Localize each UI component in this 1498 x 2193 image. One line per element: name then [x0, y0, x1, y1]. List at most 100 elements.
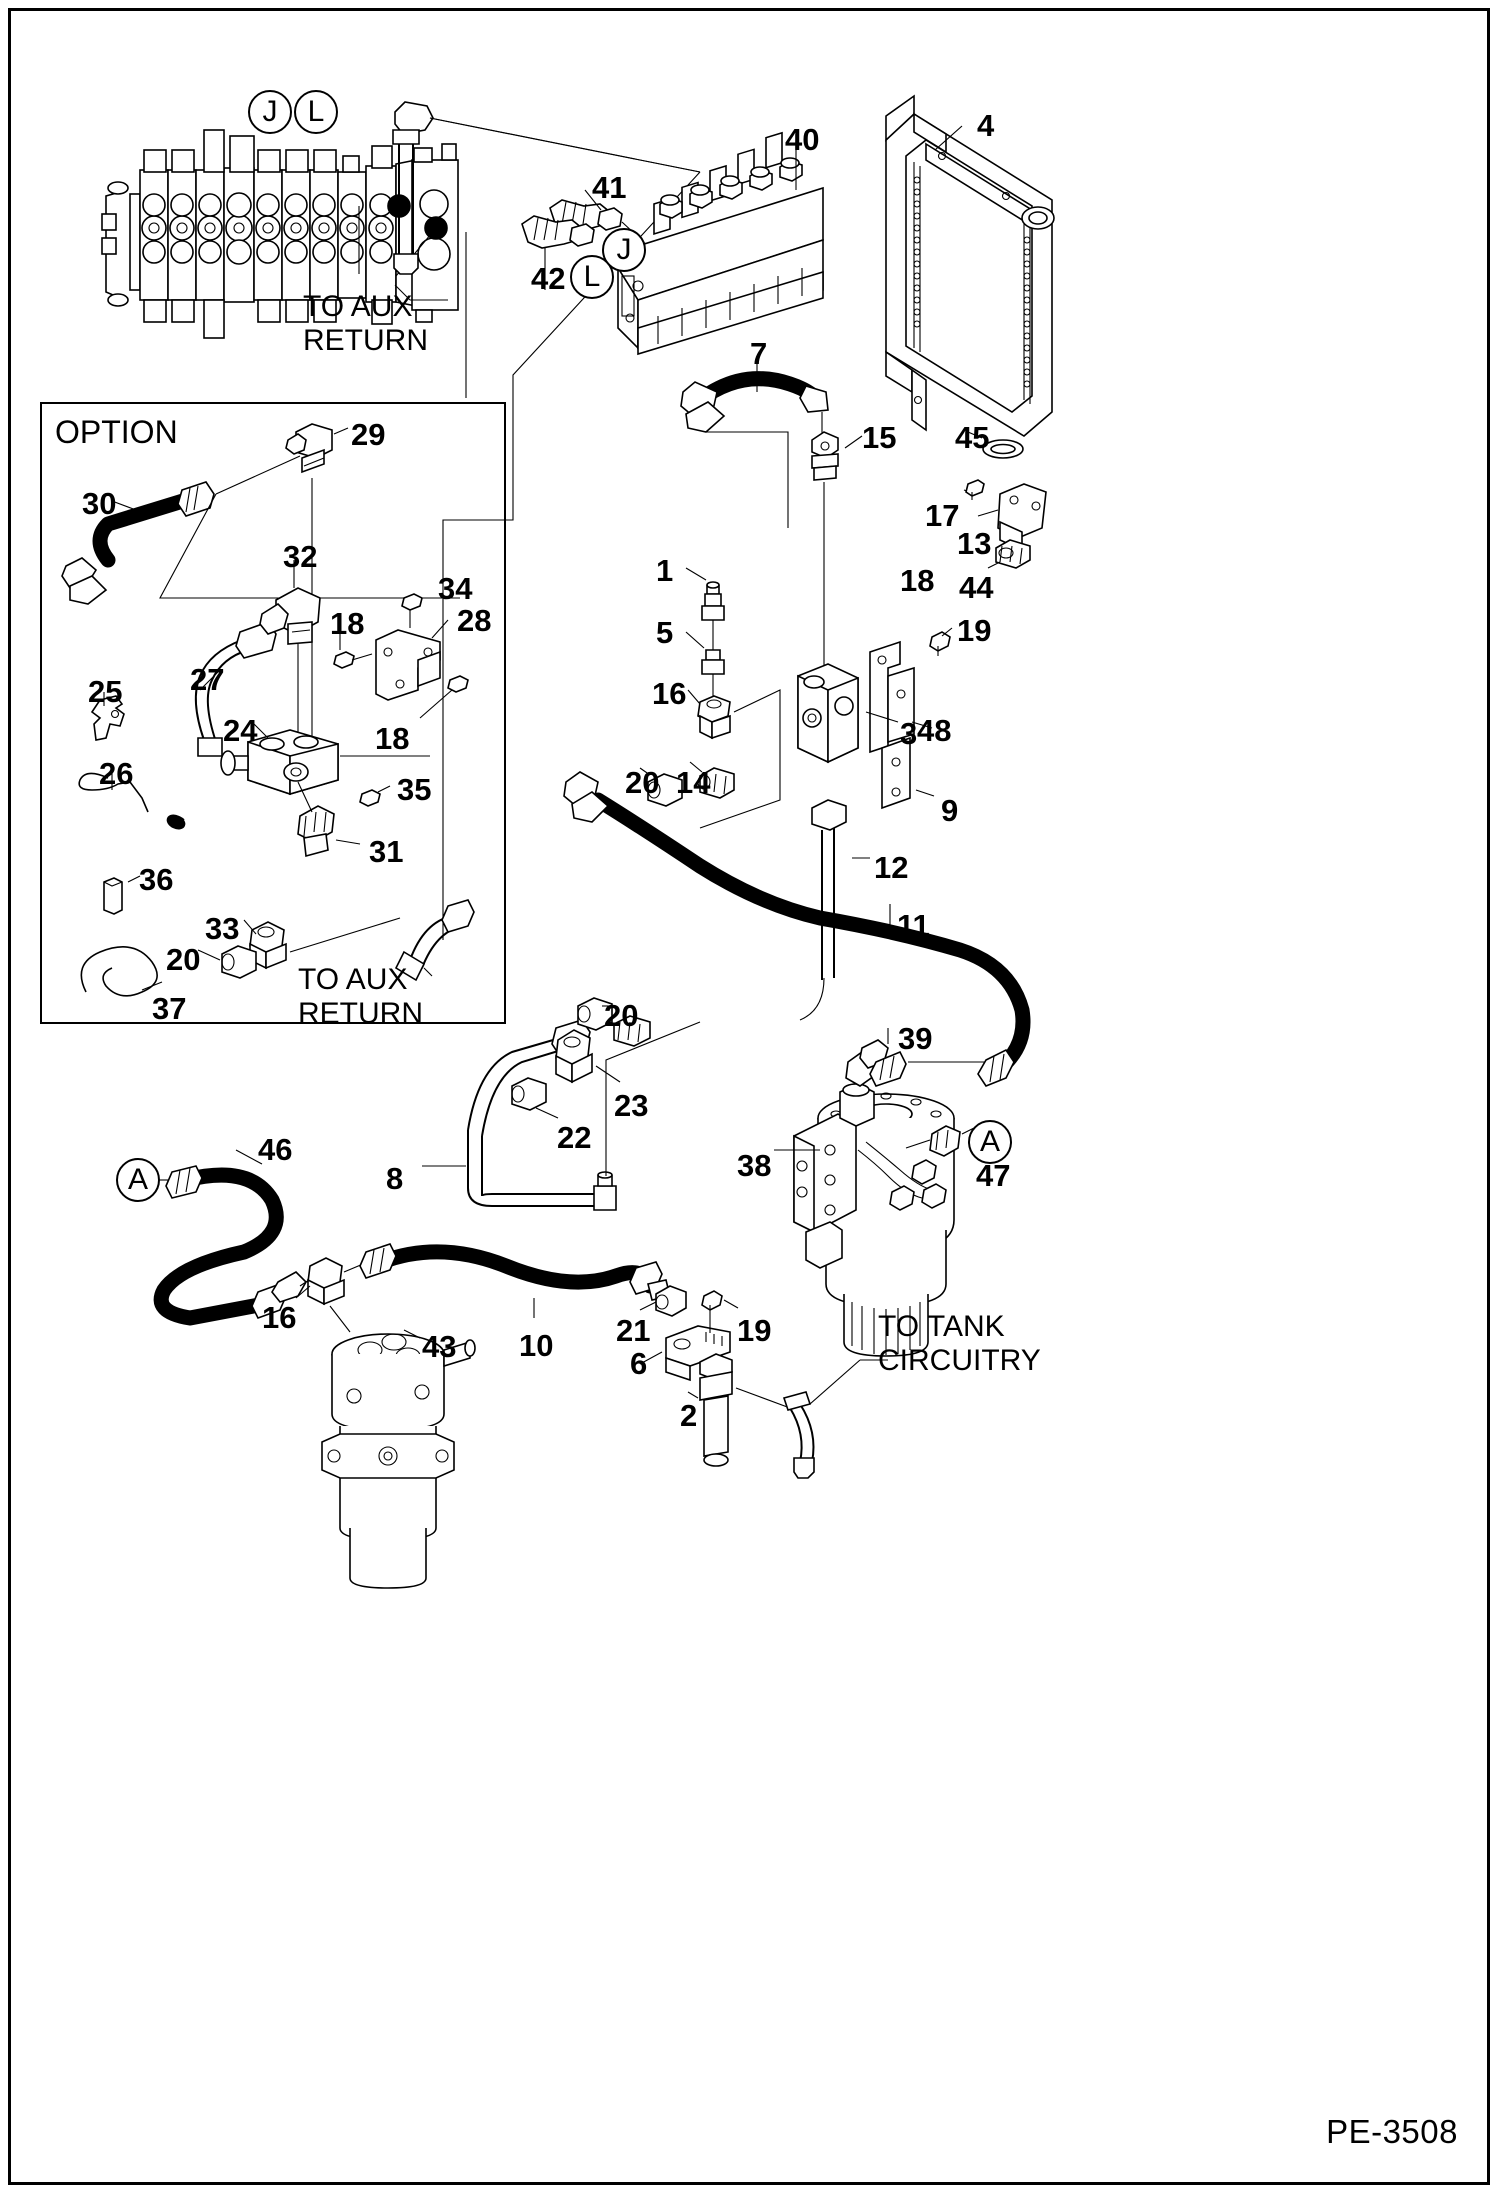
- option-section-box: [40, 402, 506, 1024]
- aux-control-valve-right: [617, 131, 824, 356]
- elbow-32: [259, 587, 321, 645]
- balloon-l-top: L: [294, 90, 338, 134]
- callout-6: 6: [630, 1346, 648, 1381]
- hose-46-end: [165, 1165, 203, 1199]
- pump-43: [321, 1333, 476, 1589]
- manifold-24: [220, 729, 339, 796]
- fitting-15: [811, 431, 839, 481]
- plug-36: [103, 877, 123, 915]
- hose-7: [680, 371, 829, 433]
- control-valve-stack-left: [101, 129, 459, 339]
- bolt-19-right: [929, 631, 951, 656]
- to-aux-return-mid-label: TO AUX RETURN: [298, 963, 423, 1030]
- fitting-23b: [613, 1015, 651, 1047]
- tank-hose: [782, 1391, 815, 1479]
- callout-46: 46: [258, 1132, 293, 1167]
- fitting-29: [285, 423, 333, 474]
- callout-34: 34: [438, 571, 473, 606]
- callout-36: 36: [139, 862, 174, 897]
- bolt-17: [965, 479, 985, 500]
- callout-28: 28: [457, 603, 492, 638]
- callout-48: 48: [917, 713, 952, 748]
- callout-25: 25: [88, 674, 123, 709]
- balloon-a-right: A: [968, 1120, 1012, 1164]
- option-label: OPTION: [55, 414, 178, 450]
- callout-38: 38: [737, 1148, 772, 1183]
- hose-30: [61, 481, 215, 605]
- callout-11: 11: [897, 908, 930, 943]
- callout-9: 9: [941, 793, 959, 828]
- callout-41: 41: [592, 170, 627, 205]
- callout-12: 12: [874, 850, 909, 885]
- bolt-18-b: [447, 675, 469, 693]
- callout-20: 20: [625, 765, 660, 800]
- hose-10-left-end: [359, 1243, 397, 1279]
- callout-18c: 18: [900, 563, 935, 598]
- callout-35: 35: [397, 772, 432, 807]
- hose-11-left-end: [563, 771, 610, 823]
- nut-20-center: [647, 773, 683, 807]
- callout-19b: 19: [737, 1313, 772, 1348]
- bolt-19-bottom: [701, 1290, 723, 1333]
- tube-8: [467, 1019, 617, 1211]
- tee-16-bottom: [307, 1257, 345, 1306]
- fitting-31: [297, 805, 335, 858]
- callout-2: 2: [680, 1398, 698, 1433]
- callout-7: 7: [750, 336, 768, 371]
- callout-42: 42: [531, 261, 566, 296]
- fitting-44: [995, 539, 1031, 569]
- tee-16: [697, 695, 731, 740]
- fitting-14: [697, 767, 735, 799]
- callout-1: 1: [656, 553, 674, 588]
- tee-23: [555, 1029, 593, 1084]
- fitting-39: [845, 1039, 907, 1087]
- fitting-5: [701, 649, 725, 675]
- callout-19: 19: [957, 613, 992, 648]
- tie-26: [78, 772, 186, 830]
- bracket-48: [869, 640, 915, 754]
- drawing-number: PE-3508: [1326, 2113, 1458, 2150]
- callout-20c: 20: [166, 942, 201, 977]
- nut-22: [511, 1077, 547, 1111]
- nut-21: [655, 1285, 687, 1317]
- callout-18: 18: [330, 606, 365, 641]
- connector-42: [521, 215, 595, 249]
- balloon-j-top: J: [248, 90, 292, 134]
- oring-45: [982, 439, 1024, 459]
- aux-return-elbow-mid: [394, 899, 475, 982]
- callout-37: 37: [152, 991, 187, 1026]
- hose-11-right-end: [977, 1048, 1015, 1087]
- callout-18b: 18: [375, 721, 410, 756]
- callout-47: 47: [976, 1158, 1011, 1193]
- manifold-block-3: [797, 663, 859, 764]
- callout-39: 39: [898, 1021, 933, 1056]
- callout-31: 31: [369, 834, 404, 869]
- plug-1: [701, 581, 725, 621]
- callout-29: 29: [351, 417, 386, 452]
- callout-16: 16: [652, 676, 687, 711]
- callout-8: 8: [386, 1161, 404, 1196]
- balloon-a-left: A: [116, 1158, 160, 1202]
- coil-37: [80, 946, 158, 997]
- callout-3: 3: [900, 716, 918, 751]
- fitting-47: [929, 1125, 961, 1157]
- callout-26: 26: [99, 756, 134, 791]
- callout-4: 4: [977, 108, 995, 143]
- callout-32: 32: [283, 539, 318, 574]
- callout-16b: 16: [262, 1300, 297, 1335]
- callout-5: 5: [656, 615, 674, 650]
- clip-25: [90, 695, 125, 741]
- callout-23: 23: [614, 1088, 649, 1123]
- oil-cooler: [885, 94, 1055, 437]
- callout-14: 14: [676, 765, 711, 800]
- bolt-18-a: [333, 651, 373, 669]
- callout-30: 30: [82, 486, 117, 521]
- callout-45: 45: [955, 420, 990, 455]
- tee-33: [249, 921, 287, 970]
- bolt-34: [401, 593, 423, 611]
- callout-21: 21: [616, 1313, 651, 1348]
- nut-20-option: [221, 945, 257, 979]
- callout-33: 33: [205, 911, 240, 946]
- callout-13: 13: [957, 526, 992, 561]
